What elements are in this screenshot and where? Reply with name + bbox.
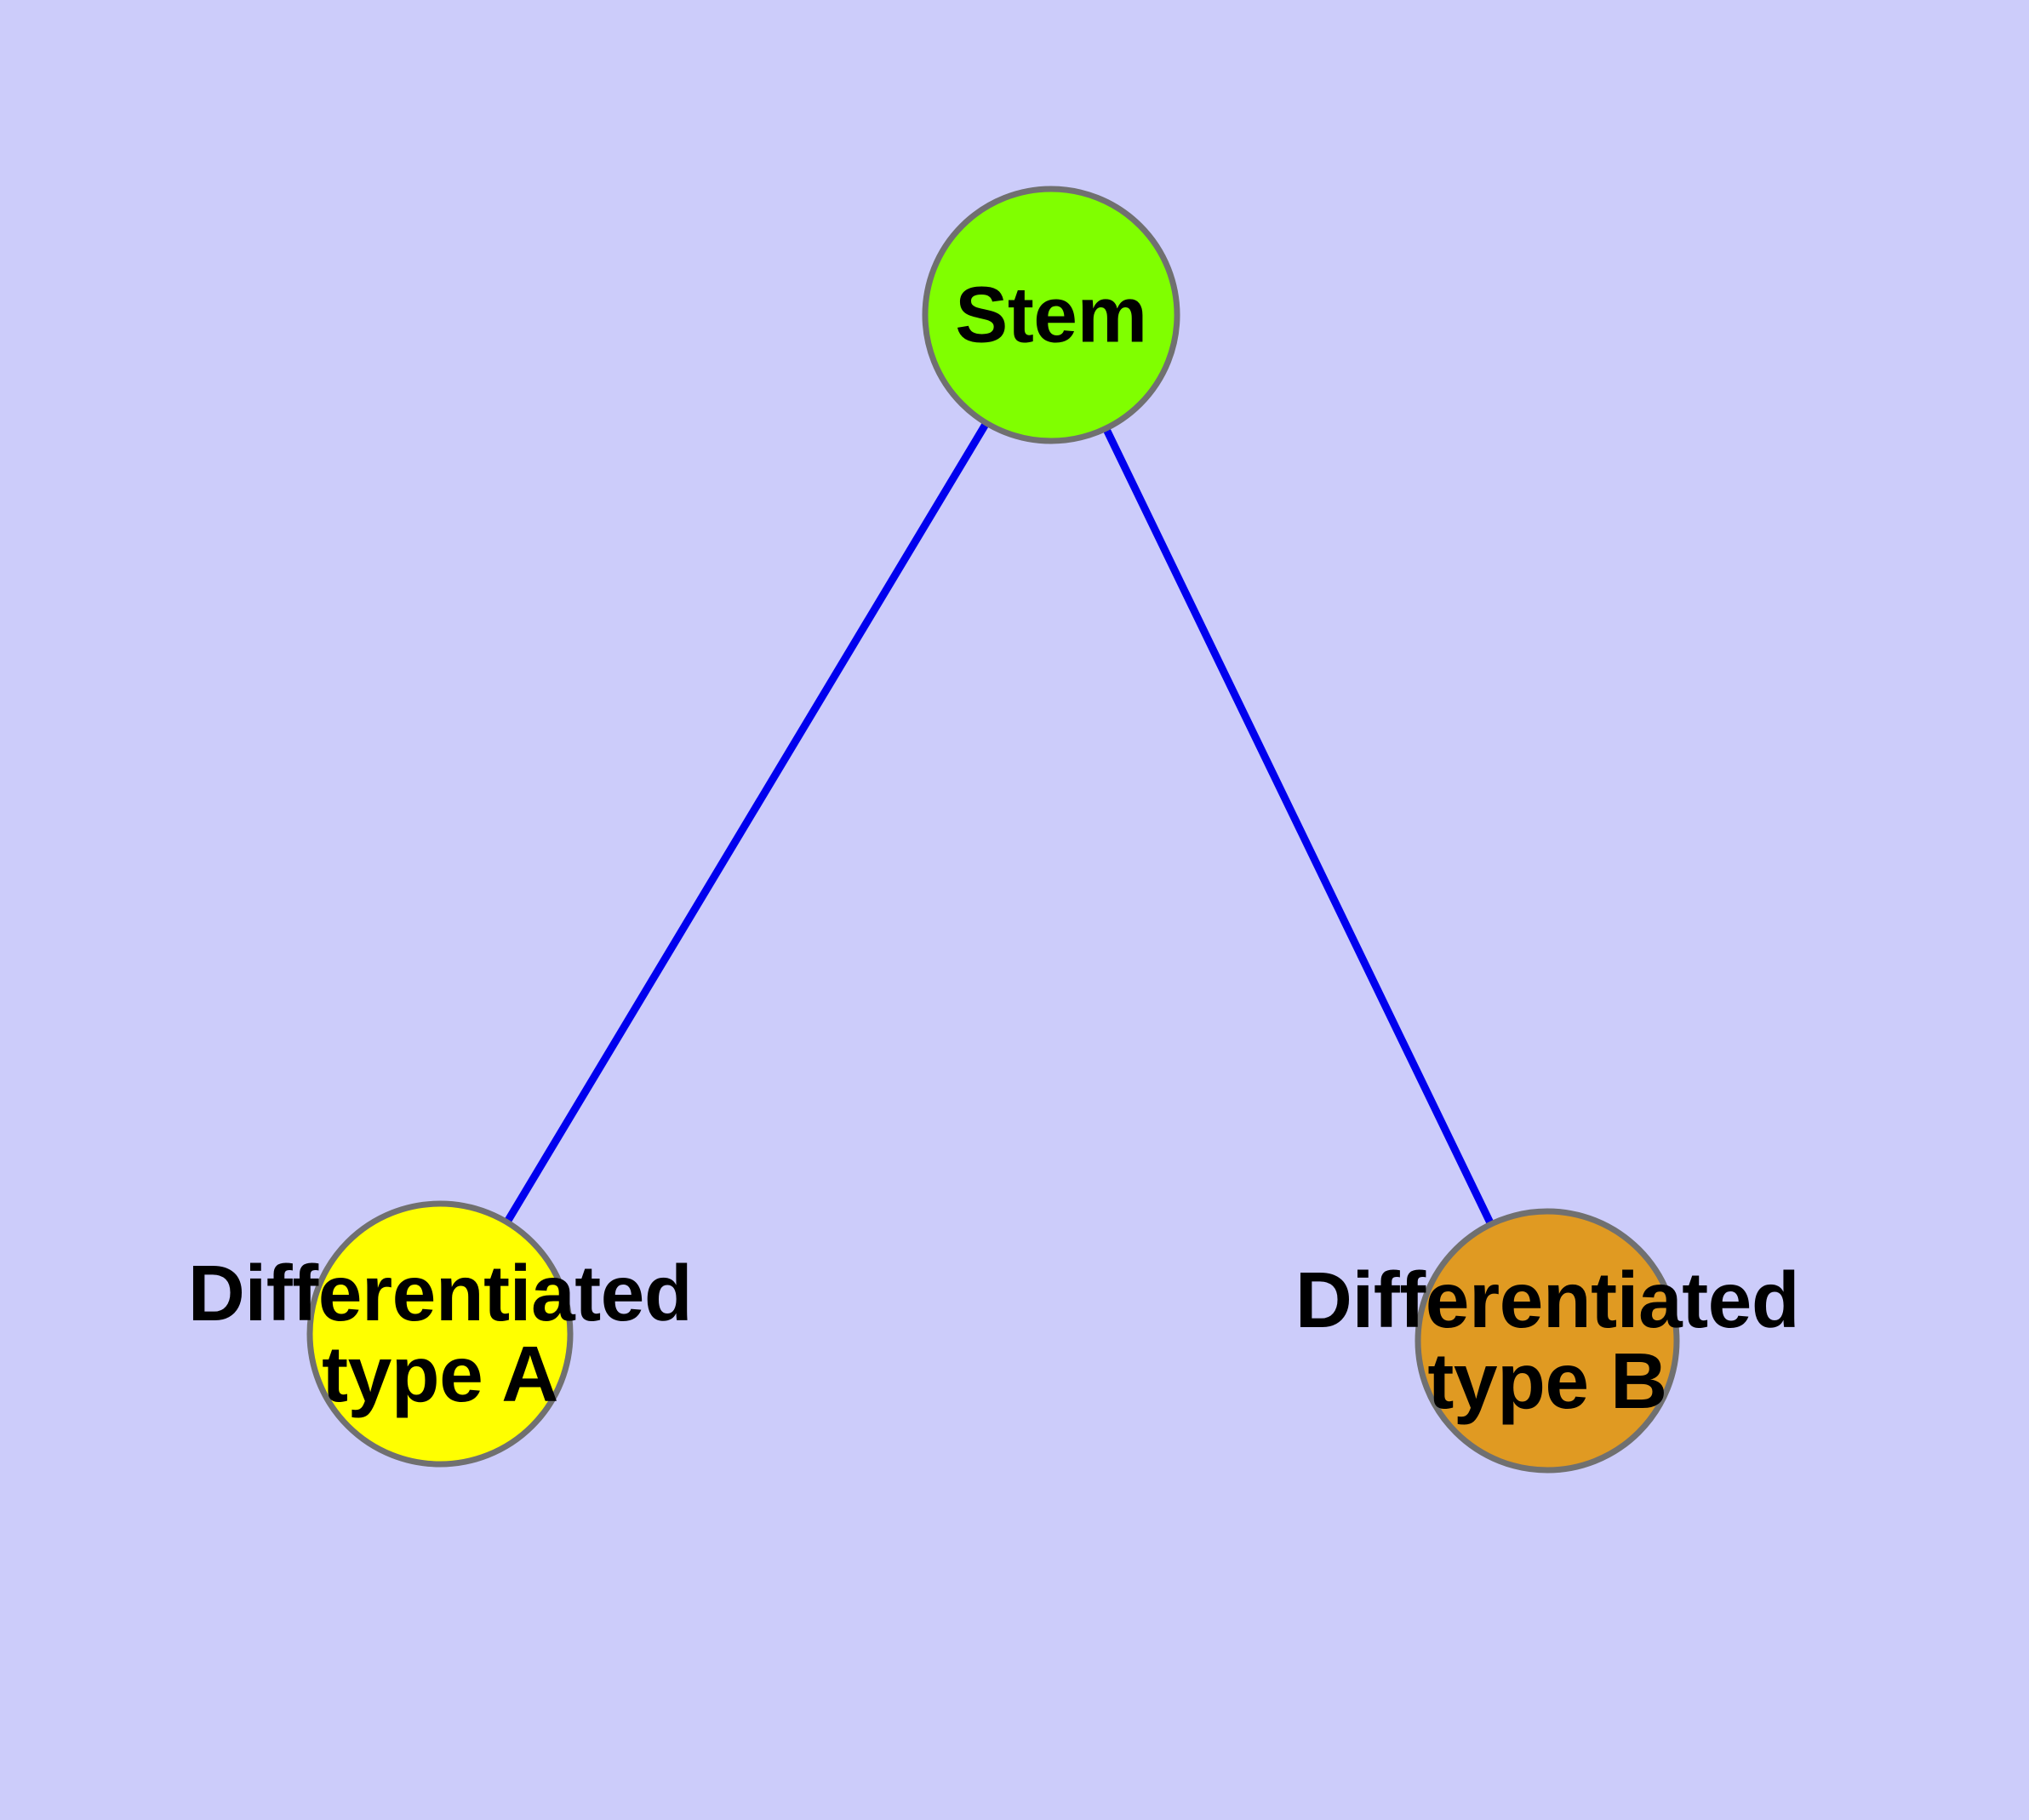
edge-stem-to-differentiated-type-a[interactable]: [437, 312, 1055, 1336]
node-circle-differentiated-type-a[interactable]: [306, 1200, 574, 1468]
node-circle-differentiated-type-b[interactable]: [1415, 1208, 1680, 1474]
node-circle-stem[interactable]: [922, 186, 1180, 444]
nodes-group: [306, 186, 1680, 1474]
edges-group: [437, 312, 1552, 1342]
edge-stem-to-differentiated-type-b[interactable]: [1047, 313, 1552, 1342]
